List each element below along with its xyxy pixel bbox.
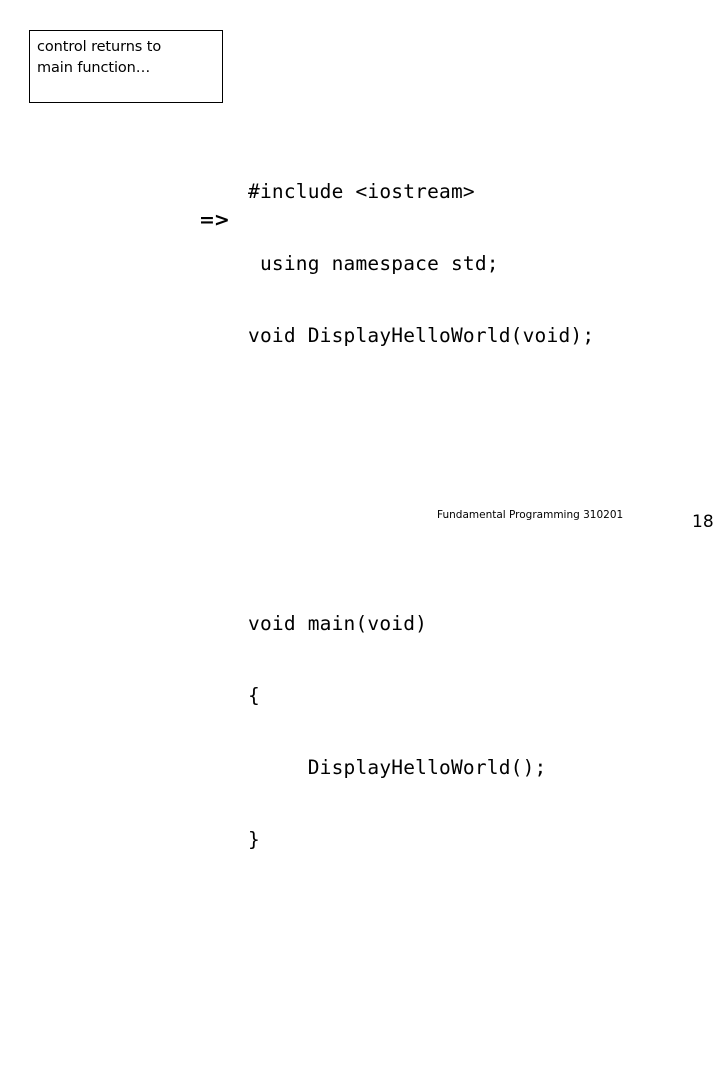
footer-course-label: Fundamental Programming 310201 (437, 509, 624, 521)
code-group-main-function: void main(void) { DisplayHelloWorld(); } (248, 564, 594, 900)
page-number: 18 (692, 512, 714, 532)
callout-box: control returns to main function… (29, 30, 223, 103)
code-line: #include <iostream> (248, 180, 475, 203)
code-group-display-function: void DisplayHelloWorld(void) { cout << "… (248, 1068, 594, 1080)
code-line-highlighted: DisplayHelloWorld(); (248, 756, 547, 779)
code-line: void DisplayHelloWorld(void); (248, 324, 595, 347)
code-line: { (248, 684, 260, 707)
code-group-spacer (248, 972, 594, 996)
execution-arrow-icon: => (199, 209, 230, 231)
code-group-spacer (248, 468, 594, 492)
code-line: } (248, 828, 260, 851)
callout-text: control returns to main function… (37, 39, 162, 76)
code-line: void main(void) (248, 612, 428, 635)
code-line: using namespace std; (248, 252, 499, 275)
slide: control returns to main function… => #in… (29, 30, 714, 851)
code-listing: #include <iostream> using namespace std;… (248, 60, 594, 1080)
code-group-preamble: #include <iostream> using namespace std;… (248, 132, 594, 396)
